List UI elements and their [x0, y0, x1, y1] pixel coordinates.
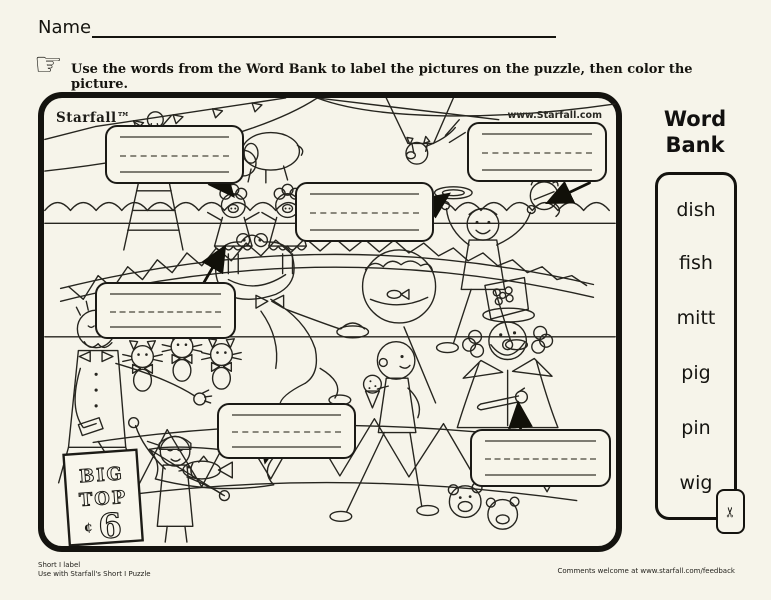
- ice-cream-cone-illustration: [362, 374, 383, 409]
- hat-flower-illustration: [492, 286, 514, 306]
- answer-box-pig[interactable]: [95, 282, 236, 339]
- instruction-text: Use the words from the Word Bank to labe…: [71, 62, 693, 92]
- answer-box-pin[interactable]: [470, 429, 611, 487]
- writing-guide-line: [120, 136, 229, 138]
- writing-guide-line: [110, 293, 221, 295]
- word-bank-title-line1: Word: [663, 107, 727, 131]
- fishbowl-illustration: [361, 249, 437, 404]
- word-bank-word-wig: wig: [679, 472, 713, 494]
- footer-left-line1: Short I label: [38, 561, 81, 569]
- writing-guide-dashed-line: [482, 152, 592, 154]
- sign-cent: ¢: [83, 520, 93, 536]
- sign-line2: TOP: [79, 487, 128, 511]
- name-label: Name: [38, 17, 92, 38]
- sign-number: 6: [97, 505, 123, 546]
- answer-box-fish[interactable]: [217, 403, 356, 459]
- word-bank-word-dish: dish: [676, 199, 716, 221]
- word-bank-box: dish fish mitt pig pin wig: [655, 172, 737, 520]
- scissors-icon: ✂: [722, 505, 739, 518]
- clown-illustration: [447, 276, 559, 530]
- starfall-logo: Starfall™: [56, 110, 131, 126]
- writing-guide-dashed-line: [110, 310, 221, 313]
- fish-illustration: [178, 455, 233, 480]
- puzzle-board: Starfall™ www.Starfall.com: [38, 92, 622, 552]
- word-bank-word-fish: fish: [679, 252, 713, 274]
- writing-guide-line: [120, 171, 229, 173]
- word-bank-title: Word Bank: [648, 106, 742, 158]
- writing-guide-line: [310, 193, 419, 195]
- hat-illustration: [336, 325, 370, 339]
- writing-guide-line: [482, 133, 592, 135]
- writing-guide-line: [310, 229, 419, 231]
- writing-guide-line: [232, 414, 341, 416]
- pig-wig-illustration: [219, 183, 302, 200]
- writing-guide-line: [482, 169, 592, 171]
- writing-guide-line: [232, 446, 341, 448]
- writing-guide-dashed-line: [232, 431, 341, 433]
- answer-box-mitt[interactable]: [467, 122, 607, 182]
- footer-right: Comments welcome at www.starfall.com/fee…: [557, 567, 735, 575]
- writing-guide-dashed-line: [120, 154, 229, 157]
- trapeze-pig-illustration: [385, 98, 466, 165]
- sign-line1: BIG: [79, 463, 125, 487]
- word-bank-word-pin: pin: [681, 417, 711, 439]
- cut-out-badge: ✂: [716, 489, 745, 534]
- ice-cream-kid-illustration: [329, 341, 440, 523]
- writing-guide-line: [110, 326, 221, 328]
- footer-left: Short I label Use with Starfall's Short …: [38, 561, 151, 579]
- circus-cats-illustration: [122, 330, 242, 392]
- word-bank-word-pig: pig: [681, 362, 711, 384]
- word-bank-word-mitt: mitt: [676, 307, 716, 329]
- dish-illustration: [433, 186, 473, 200]
- writing-guide-dashed-line: [310, 212, 419, 214]
- pointing-hand-icon: ☞: [34, 45, 63, 83]
- word-bank-title-line2: Bank: [665, 133, 725, 157]
- pennant-flag-illustration: [148, 446, 275, 490]
- big-top-sign-illustration: BIG TOP ¢ 6: [62, 448, 144, 546]
- flag-kid-illustration: [128, 417, 275, 543]
- footer-left-line2: Use with Starfall's Short I Puzzle: [38, 570, 151, 578]
- writing-guide-line: [485, 440, 596, 442]
- website-url: www.Starfall.com: [507, 110, 602, 121]
- name-write-line[interactable]: [92, 15, 556, 38]
- writing-guide-dashed-line: [485, 458, 596, 460]
- ticket-illustration: [77, 417, 104, 437]
- answer-box-wig[interactable]: [105, 125, 244, 184]
- writing-guide-line: [485, 474, 596, 476]
- answer-box-dish[interactable]: [295, 182, 434, 242]
